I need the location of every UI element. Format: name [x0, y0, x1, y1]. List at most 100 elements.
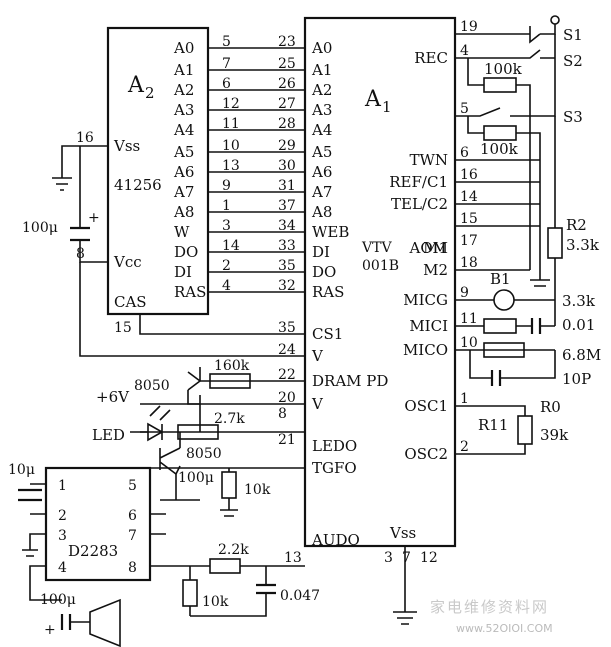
c-100u-out-label: 100μ	[40, 592, 76, 608]
r0-ref: R0	[540, 398, 561, 416]
a1-right-pin-number: 1	[460, 391, 469, 407]
a1-left-pin-label: DO	[312, 263, 336, 281]
a1-left-pin-label: A5	[311, 143, 332, 161]
r-10k-b-label: 10k	[202, 594, 229, 610]
d2283-left-wires	[22, 467, 160, 557]
mico-wires	[455, 349, 556, 379]
a1-left-pin-number: 27	[278, 96, 296, 112]
c-10u	[18, 488, 42, 502]
r-6-8m	[483, 342, 525, 358]
a2-pin-label: A5	[173, 143, 194, 161]
a1-left-pin-label: A0	[311, 39, 332, 57]
watermark-line1: 家电维修资料网	[430, 598, 549, 616]
a1-left-pin-number: 26	[278, 76, 296, 92]
a2-left-pin-number: 16	[76, 130, 94, 146]
speaker-icon	[70, 598, 121, 647]
d2283-pin-7: 7	[128, 528, 137, 544]
r-100k-a-wires	[467, 58, 531, 270]
audio-filter-wires	[189, 566, 267, 617]
a1-left-pin-number: 8	[278, 406, 287, 422]
a2-pin-label: A0	[173, 39, 194, 57]
q2-label: 8050	[186, 446, 222, 462]
r-160k	[209, 373, 251, 389]
a2-pin-label: DO	[174, 243, 198, 261]
a1-right-pin-number: 16	[460, 167, 478, 183]
s1-label: S1	[563, 26, 583, 44]
c-10u-label: 10μ	[8, 462, 35, 478]
a1-part-line2: 001B	[362, 258, 399, 274]
a1-left-pin-number: 23	[278, 34, 296, 50]
d2283-pin-3: 3	[58, 528, 67, 544]
a2-pin-label: A6	[173, 163, 194, 181]
a1-left-pin-label: DRAM PD	[312, 372, 388, 390]
a1-right-pin-number: 11	[460, 311, 478, 327]
a2-left-pin-number: 15	[114, 320, 132, 336]
a1-vss-label: Vss	[389, 524, 416, 542]
m2-ground	[455, 269, 550, 287]
supply-label: +6V	[96, 388, 130, 406]
a2-pin-number: 4	[222, 278, 231, 294]
mode-pin-wires	[455, 159, 540, 227]
a1-right-pin-number: 18	[460, 255, 478, 271]
a1-vss-pin-12: 12	[420, 550, 438, 566]
a1-left-pin-number: 32	[278, 278, 296, 294]
b1-mic-icon	[493, 289, 515, 311]
c-0047-label: 0.047	[280, 588, 320, 604]
r-10k-a-ground	[220, 468, 238, 517]
a2-pin-label: A2	[173, 81, 194, 99]
a1-audo-label: AUDO	[311, 531, 360, 549]
r0-value: 39k	[540, 426, 569, 444]
a1-left-pin-number: 33	[278, 238, 296, 254]
r-6-8m-label: 6.8M	[562, 346, 601, 364]
r2-ref: R2	[566, 216, 587, 234]
r-10k-b	[182, 579, 198, 607]
a1-right-pin-label: AOM	[409, 239, 449, 257]
a1-right-pin-label: REC	[414, 49, 448, 67]
r0	[517, 415, 533, 445]
a1-right-pin-number: 6	[460, 145, 469, 161]
a1-left-pin-number: 35	[278, 320, 296, 336]
a1-left-pin-number: 22	[278, 367, 296, 383]
a2-pin-number: 5	[222, 34, 231, 50]
r-100k-b-label: 100k	[480, 140, 519, 158]
a1-left-pin-label: RAS	[312, 283, 344, 301]
a2-pin-number: 14	[222, 238, 240, 254]
a1-right-pin-label: OSC2	[404, 445, 448, 463]
a1-right-pin-number: 5	[460, 101, 469, 117]
a2-pin-label: A8	[173, 203, 194, 221]
a2-pin-number: 2	[222, 258, 231, 274]
a1-vss-pin-7: 7	[402, 550, 411, 566]
r-2-2k-label: 2.2k	[218, 542, 249, 558]
a1-left-pin-label: A8	[311, 203, 332, 221]
d2283-chip-body	[44, 466, 152, 582]
a1-left-pin-label: TGFO	[312, 459, 357, 477]
a1-left-pin-label: V	[311, 395, 324, 413]
r-10k-a-label: 10k	[244, 482, 271, 498]
a2-cap-plus: +	[88, 210, 100, 226]
vss-ground	[393, 546, 417, 625]
a2-cap	[70, 226, 90, 242]
a2-vss-ground	[52, 177, 72, 191]
c-10p-label: 10P	[562, 370, 591, 388]
r2-value: 3.3k	[566, 236, 600, 254]
c-10p	[490, 370, 502, 386]
a2-cap-value: 100μ	[22, 220, 58, 236]
a2-pin-label: A3	[173, 101, 194, 119]
a1-left-pin-label: V	[311, 347, 324, 365]
s3-label: S3	[563, 108, 583, 126]
d2283-part: D2283	[68, 542, 118, 560]
a2-pin-number: 13	[222, 158, 240, 174]
a1-right-pin-label: MICO	[403, 341, 448, 359]
b1-label: B1	[490, 270, 511, 288]
c100-mid-label: 100μ	[178, 470, 214, 486]
r-2-2k	[209, 558, 241, 574]
a1-right-pin-label: MICG	[403, 291, 448, 309]
a2-vss-wire	[61, 145, 108, 178]
a2-vcc-to-a1-v	[79, 262, 305, 357]
q1-label: 8050	[134, 378, 170, 394]
v-pin20-wire	[187, 390, 305, 405]
r-100k-b	[483, 125, 517, 141]
a1-left-pin-label: A7	[311, 183, 332, 201]
pin8-wire	[140, 404, 305, 433]
osc-wires	[455, 405, 526, 455]
